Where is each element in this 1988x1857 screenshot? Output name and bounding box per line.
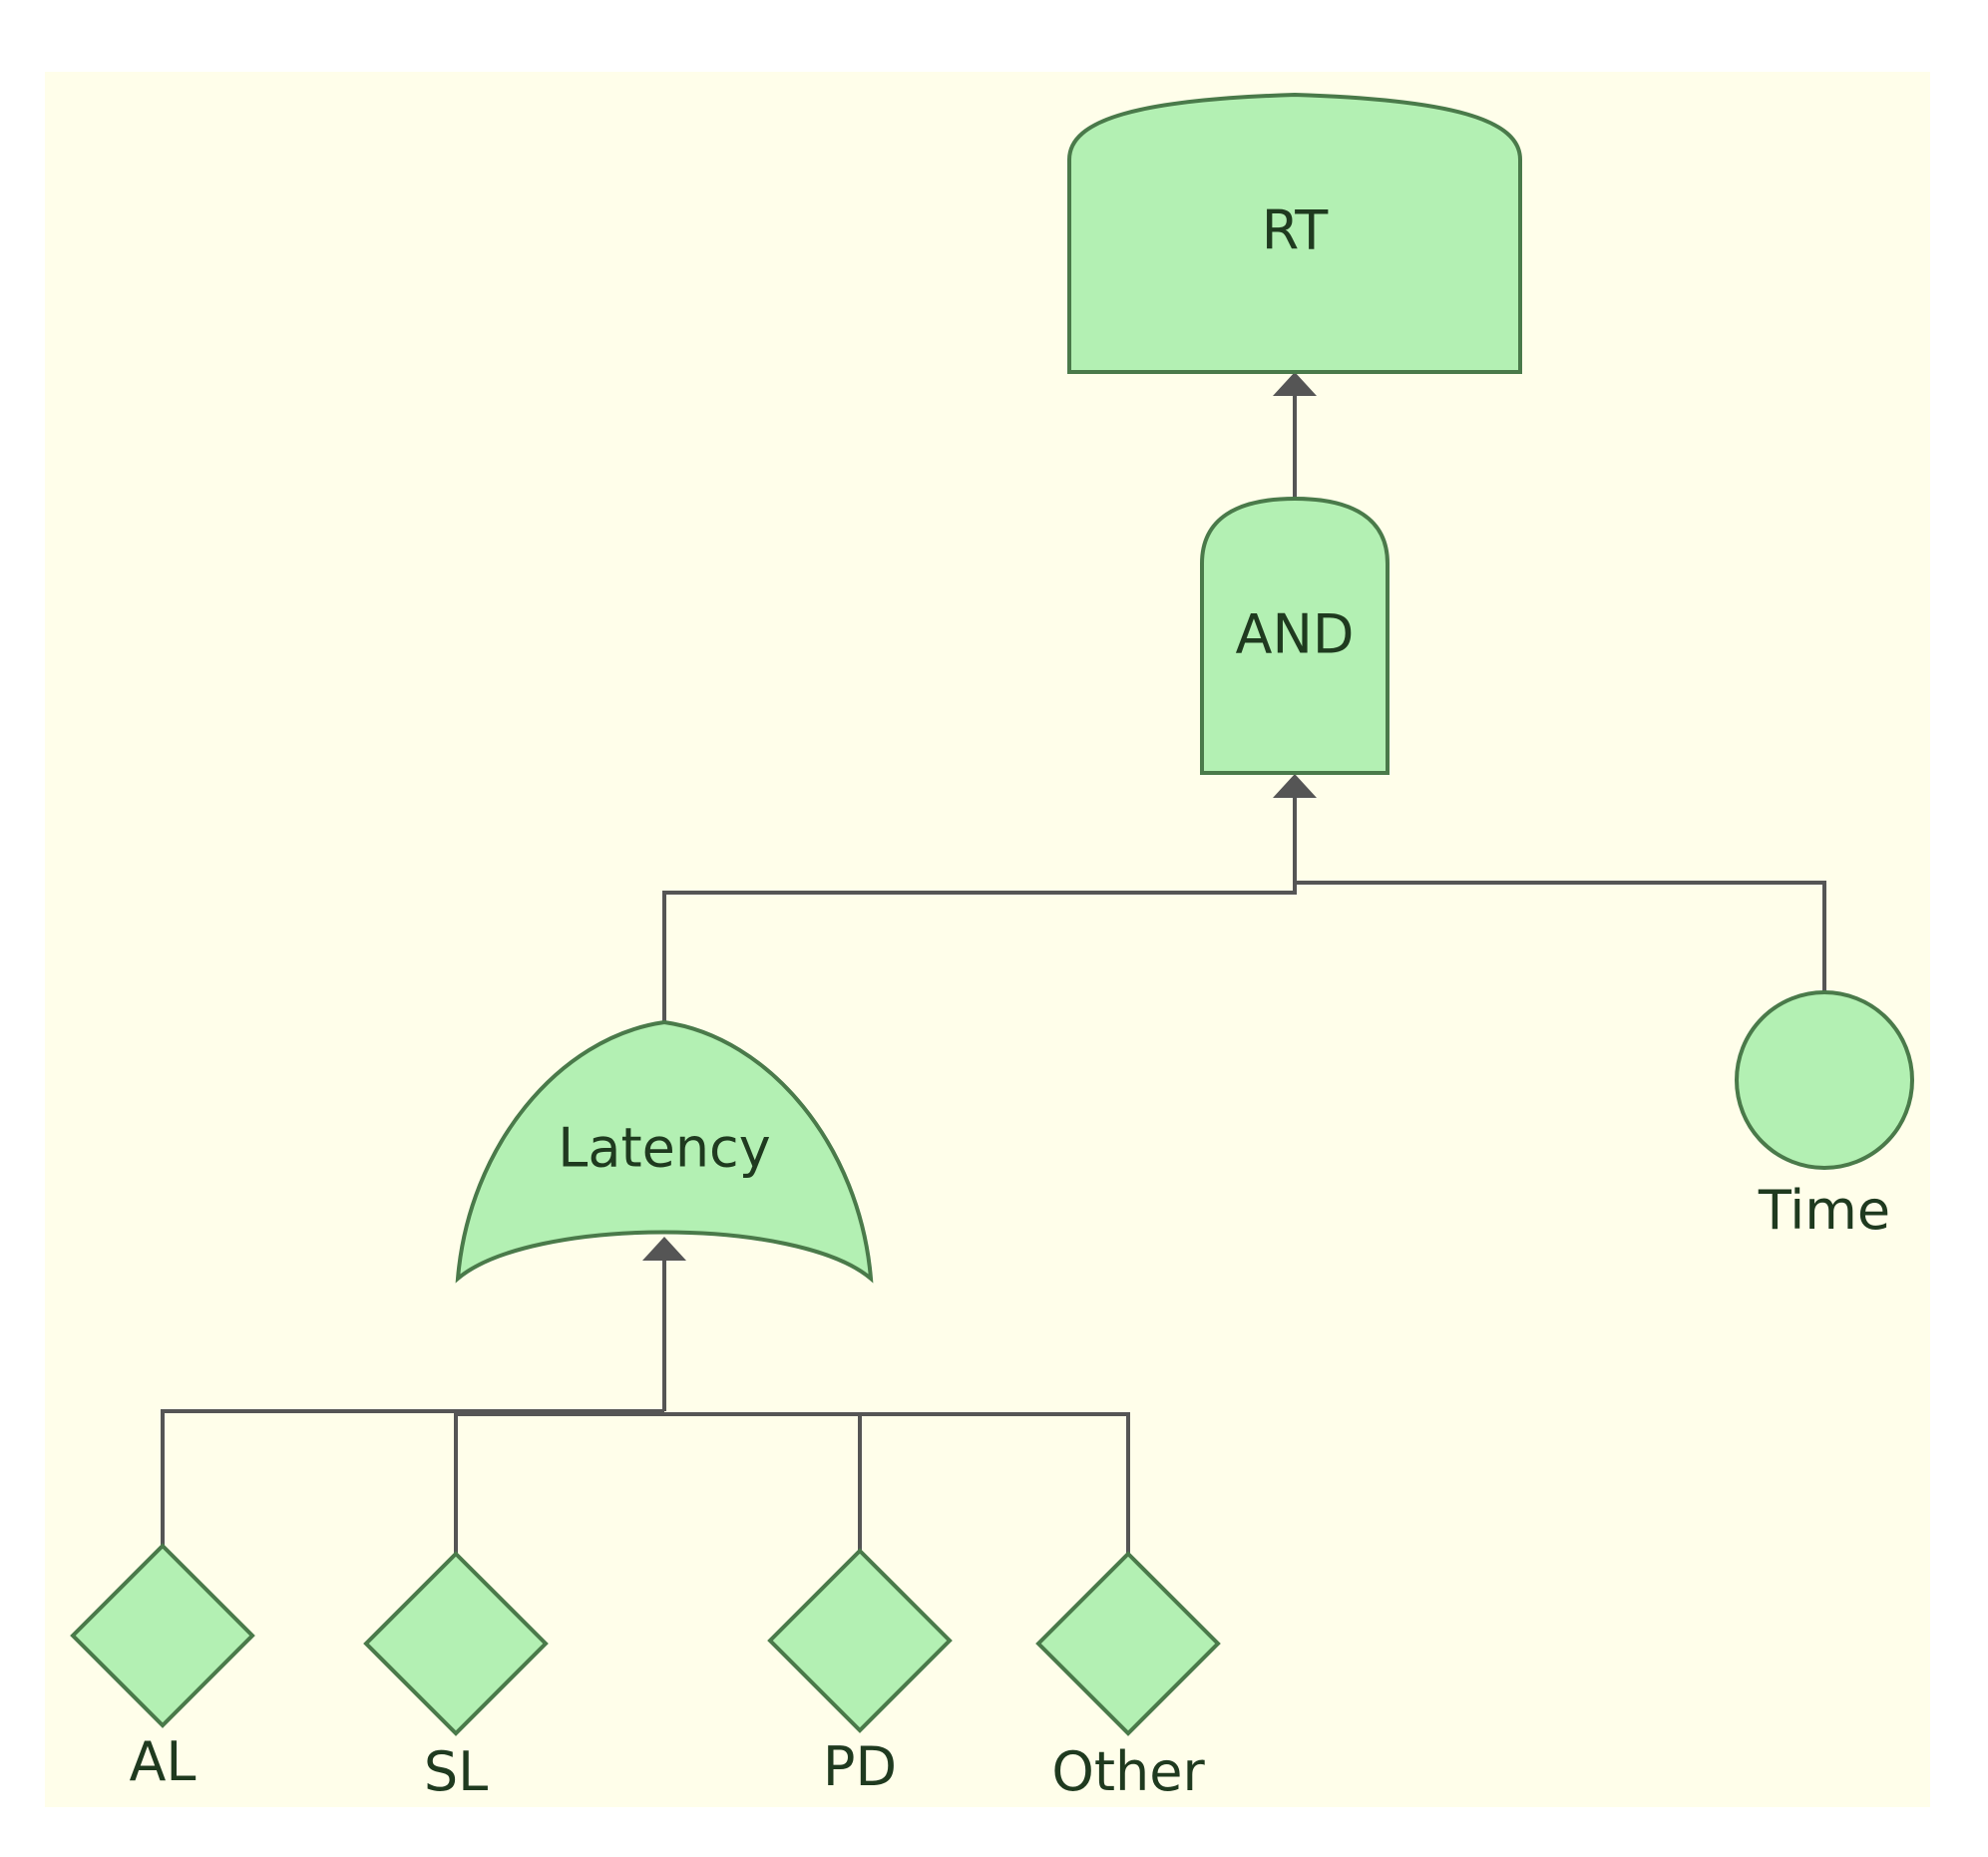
arrowhead-latency <box>642 1237 686 1261</box>
node-pd[interactable]: PD <box>767 1548 953 1798</box>
edge-latency-to-and <box>662 798 1297 1022</box>
al-label: AL <box>129 1730 196 1793</box>
diagram-background <box>45 72 1930 1807</box>
other-label: Other <box>1051 1740 1205 1803</box>
other-diamond <box>1035 1551 1221 1736</box>
time-event-circle <box>1735 990 1914 1170</box>
arrowhead-and <box>1273 774 1317 798</box>
node-rt[interactable]: RT <box>1067 92 1522 374</box>
arrowhead-rt <box>1273 372 1317 396</box>
latency-gate-shape <box>455 1019 874 1284</box>
node-latency-gate[interactable]: Latency <box>455 1019 874 1284</box>
node-time[interactable]: Time <box>1735 990 1914 1242</box>
rt-label: RT <box>1262 199 1330 262</box>
al-diamond <box>70 1543 255 1728</box>
node-al[interactable]: AL <box>70 1543 255 1793</box>
sl-diamond <box>363 1551 549 1736</box>
node-sl[interactable]: SL <box>363 1551 549 1803</box>
and-gate-label: AND <box>1236 603 1355 666</box>
sl-label: SL <box>424 1740 488 1803</box>
node-other[interactable]: Other <box>1035 1551 1221 1803</box>
edge-al-to-latency <box>161 1409 664 1546</box>
time-label: Time <box>1758 1179 1890 1242</box>
pd-diamond <box>767 1548 953 1733</box>
edge-sl-to-latency <box>454 1412 862 1554</box>
pd-label: PD <box>823 1735 897 1798</box>
node-and-gate[interactable]: AND <box>1200 496 1390 775</box>
edge-other-to-latency <box>664 1412 1130 1554</box>
and-gate-shape <box>1200 496 1390 775</box>
rt-event-shape <box>1067 92 1522 374</box>
latency-gate-label: Latency <box>558 1117 770 1180</box>
edge-time-to-and <box>1295 881 1826 992</box>
edges <box>161 372 1826 1554</box>
